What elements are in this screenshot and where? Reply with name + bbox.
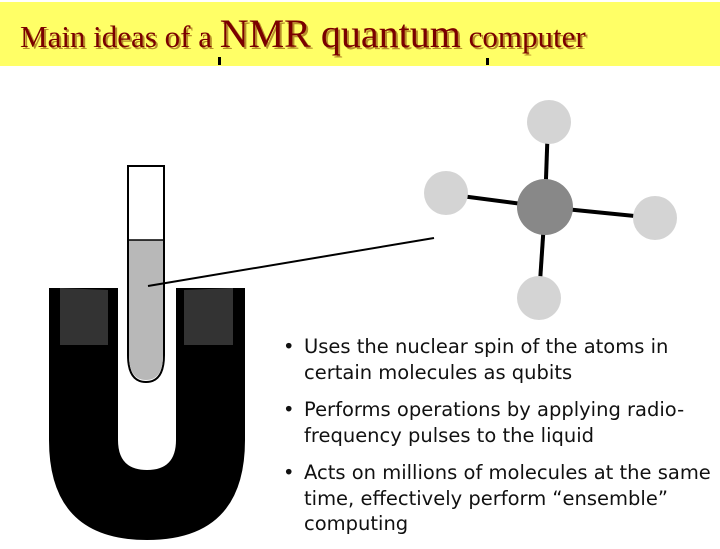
outer-atom-left [424,171,468,215]
bullet-list: Uses the nuclear spin of the atoms in ce… [283,334,720,549]
bullet-item: Uses the nuclear spin of the atoms in ce… [283,334,720,385]
test-tube-liquid [129,240,163,380]
magnet-body [49,288,245,540]
magnet-icon [49,288,245,540]
pointer-line [147,237,435,287]
central-atom [517,179,573,235]
outer-atom-top [527,100,571,144]
title-underline-mark-left [218,57,221,65]
title-shadow-part2: NMR quantum [221,13,463,58]
title-part1: Main ideas of a [20,19,220,54]
title-shadow: Main ideas of a NMR quantum computer [22,16,588,59]
title-shadow-part3: computer [462,21,588,56]
bullet-item: Performs operations by applying radio-fr… [283,397,720,448]
title-part3: computer [460,19,586,54]
outer-atom-right [633,196,677,240]
title-shadow-part1: Main ideas of a [22,21,222,56]
title-banner: Main ideas of a NMR quantum computer Mai… [0,2,720,66]
molecule-icon [424,100,677,320]
title-part2: NMR quantum [219,11,461,56]
test-tube-icon [127,165,165,384]
title-text: Main ideas of a NMR quantum computer [20,14,586,57]
outer-atom-bottom [517,276,561,320]
magnet-pole-left [60,288,108,345]
title-underline-mark-right [486,58,489,65]
magnet-pole-right [184,288,233,345]
bullet-item: Acts on millions of molecules at the sam… [283,460,720,537]
